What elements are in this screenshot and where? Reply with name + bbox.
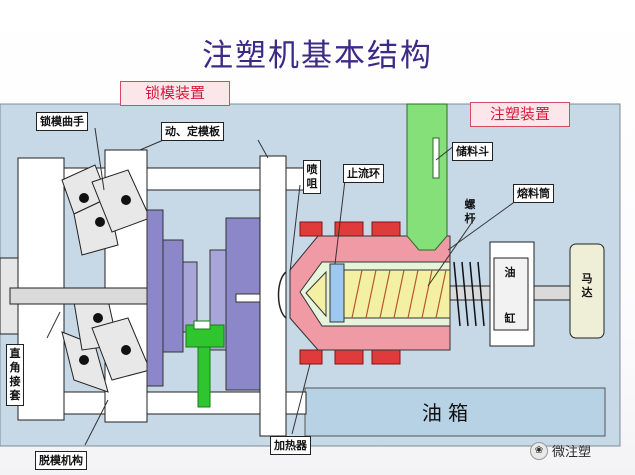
- screw-body: [343, 269, 451, 319]
- label-check-ring: 止流环: [343, 164, 384, 183]
- label-moving-fixed-platen: 动、定模板: [161, 122, 224, 141]
- watermark: ❀ 微注塑: [530, 441, 591, 460]
- clamp-unit-banner: 锁模装置: [120, 81, 230, 106]
- toggle-links: [61, 164, 151, 393]
- leader-lines: [46, 127, 521, 446]
- oil-cylinder: [489, 241, 535, 347]
- watermark-text: 微注塑: [552, 445, 592, 460]
- page-title: 注塑机基本结构: [202, 38, 433, 74]
- screw-flights: [351, 269, 447, 319]
- label-nozzle: 喷 咀: [303, 160, 321, 194]
- nozzle-seat: [277, 271, 287, 319]
- moving-mold: [146, 209, 198, 387]
- fixed-platen: [259, 155, 287, 437]
- spring: [453, 261, 485, 327]
- label-ejector-mechanism: 脱模机构: [35, 451, 87, 470]
- check-ring: [329, 263, 345, 323]
- label-barrel: 熔料筒: [513, 184, 554, 203]
- injection-unit-banner: 注塑装置: [470, 102, 570, 127]
- screw-tip: [305, 270, 327, 318]
- wechat-icon: ❀: [530, 441, 548, 460]
- label-heater: 加热器: [270, 436, 311, 455]
- label-right-angle-sleeve: 直 角 接 套: [6, 344, 24, 406]
- label-motor: 马 达: [581, 272, 593, 299]
- label-screw: 螺 杆: [464, 198, 476, 225]
- ejector: [185, 320, 225, 408]
- hopper: [406, 103, 448, 251]
- motor: [569, 243, 605, 339]
- label-hopper: 储料斗: [452, 142, 493, 161]
- oil-tank-label: 油 箱: [422, 401, 468, 425]
- heater-bands: [299, 221, 401, 365]
- label-toggle-clamp-arm: 锁模曲手: [36, 112, 88, 131]
- label-oil-cylinder-bottom: 缸: [504, 312, 516, 325]
- label-oil-cylinder-top: 油: [504, 266, 516, 279]
